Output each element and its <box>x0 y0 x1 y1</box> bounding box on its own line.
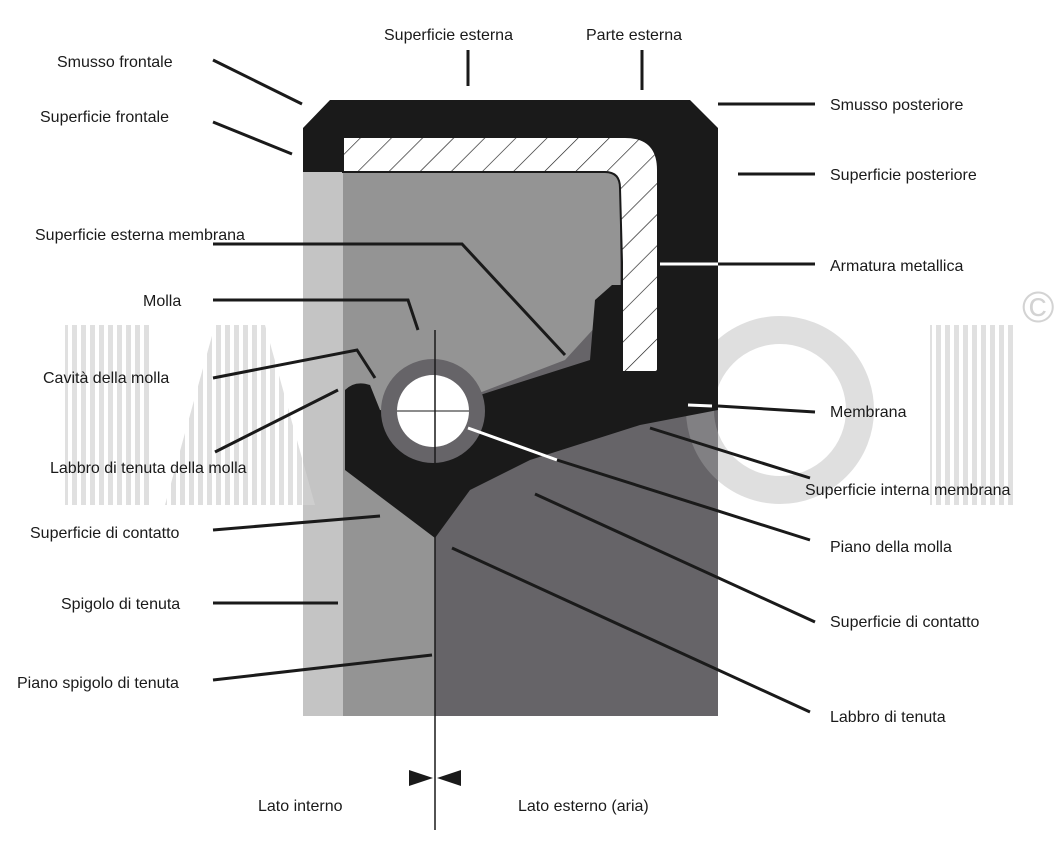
label-labbro-di-tenuta: Labbro di tenuta <box>830 709 946 726</box>
arrow-right-icon <box>437 770 461 786</box>
label-molla: Molla <box>143 293 181 310</box>
label-superficie-di-contatto-right: Superficie di contatto <box>830 614 980 631</box>
arrow-left-icon <box>409 770 433 786</box>
shaft-light-band <box>303 172 343 716</box>
label-labbro-di-tenuta-della-molla: Labbro di tenuta della molla <box>50 460 247 477</box>
label-superficie-frontale: Superficie frontale <box>40 109 169 126</box>
label-superficie-esterna: Superficie esterna <box>384 27 513 44</box>
label-spigolo-di-tenuta: Spigolo di tenuta <box>61 596 180 613</box>
label-membrana: Membrana <box>830 404 907 421</box>
label-superficie-interna-membrana: Superficie interna membrana <box>805 482 1011 499</box>
garter-spring <box>381 359 485 463</box>
leader-lines <box>212 50 816 714</box>
label-smusso-posteriore: Smusso posteriore <box>830 97 963 114</box>
label-lato-interno: Lato interno <box>258 798 343 815</box>
labels: Smusso frontale Superficie frontale Supe… <box>17 27 1011 815</box>
label-lato-esterno: Lato esterno (aria) <box>518 798 649 815</box>
label-smusso-frontale: Smusso frontale <box>57 54 173 71</box>
label-superficie-di-contatto-left: Superficie di contatto <box>30 525 180 542</box>
label-piano-della-molla: Piano della molla <box>830 539 952 556</box>
label-superficie-esterna-membrana: Superficie esterna membrana <box>35 227 245 244</box>
watermark: © <box>65 283 1054 505</box>
shaft-inner-upper <box>343 172 620 410</box>
rubber-membrane <box>345 285 718 538</box>
label-superficie-posteriore: Superficie posteriore <box>830 167 977 184</box>
copyright-symbol: © <box>1022 283 1054 332</box>
label-parte-esterna: Parte esterna <box>586 27 682 44</box>
label-cavita-della-molla: Cavità della molla <box>43 370 169 387</box>
label-piano-spigolo-di-tenuta: Piano spigolo di tenuta <box>17 675 179 692</box>
label-armatura-metallica: Armatura metallica <box>830 258 963 275</box>
